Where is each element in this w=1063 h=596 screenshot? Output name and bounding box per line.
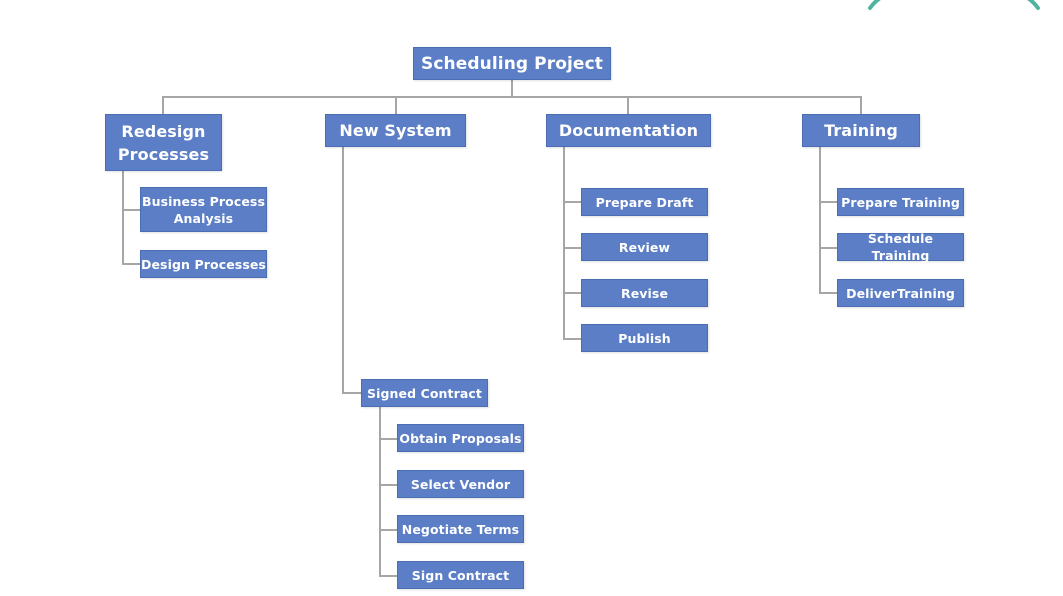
- node-prepare-draft: Prepare Draft: [581, 188, 708, 216]
- node-revise: Revise: [581, 279, 708, 307]
- node-design-processes: Design Processes: [140, 250, 267, 278]
- connector-training-spine: [819, 146, 821, 294]
- node-documentation: Documentation: [546, 114, 711, 147]
- connector-branch-2: [395, 96, 397, 115]
- node-new-system: New System: [325, 114, 466, 147]
- connector-doc-3: [563, 292, 582, 294]
- node-publish: Publish: [581, 324, 708, 352]
- connector-contract-1: [379, 438, 398, 440]
- node-root: Scheduling Project: [413, 47, 611, 80]
- connector-branch-3: [627, 96, 629, 115]
- node-signed-contract: Signed Contract: [361, 379, 488, 407]
- connector-contract-3: [379, 529, 398, 531]
- connector-training-1: [819, 201, 838, 203]
- decorative-arc-icon: [868, 0, 1040, 10]
- connector-training-3: [819, 292, 838, 294]
- connector-doc-1: [563, 201, 582, 203]
- connector-redesign-2: [122, 263, 141, 265]
- node-redesign-processes: Redesign Processes: [105, 114, 222, 171]
- node-obtain-proposals: Obtain Proposals: [397, 424, 524, 452]
- node-business-process-analysis: Business Process Analysis: [140, 187, 267, 232]
- connector-root: [511, 80, 513, 98]
- node-schedule-training: Schedule Training: [837, 231, 964, 263]
- connector-redesign-spine: [122, 170, 124, 265]
- node-negotiate-terms: Negotiate Terms: [397, 515, 524, 543]
- connector-newsystem-1: [342, 392, 361, 394]
- connector-bus: [162, 96, 862, 98]
- connector-contract-spine: [379, 406, 381, 576]
- connector-doc-spine: [563, 146, 565, 339]
- connector-redesign-1: [122, 209, 141, 211]
- node-select-vendor: Select Vendor: [397, 470, 524, 498]
- connector-branch-1: [162, 96, 164, 115]
- node-deliver-training: DeliverTraining: [837, 279, 964, 307]
- node-sign-contract: Sign Contract: [397, 561, 524, 589]
- node-review: Review: [581, 233, 708, 261]
- connector-branch-4: [860, 96, 862, 115]
- connector-newsystem-spine: [342, 146, 344, 393]
- connector-contract-2: [379, 484, 398, 486]
- connector-doc-2: [563, 247, 582, 249]
- connector-doc-4: [563, 338, 582, 340]
- connector-contract-4: [379, 575, 398, 577]
- connector-training-2: [819, 247, 838, 249]
- node-prepare-training: Prepare Training: [837, 188, 964, 216]
- node-training: Training: [802, 114, 920, 147]
